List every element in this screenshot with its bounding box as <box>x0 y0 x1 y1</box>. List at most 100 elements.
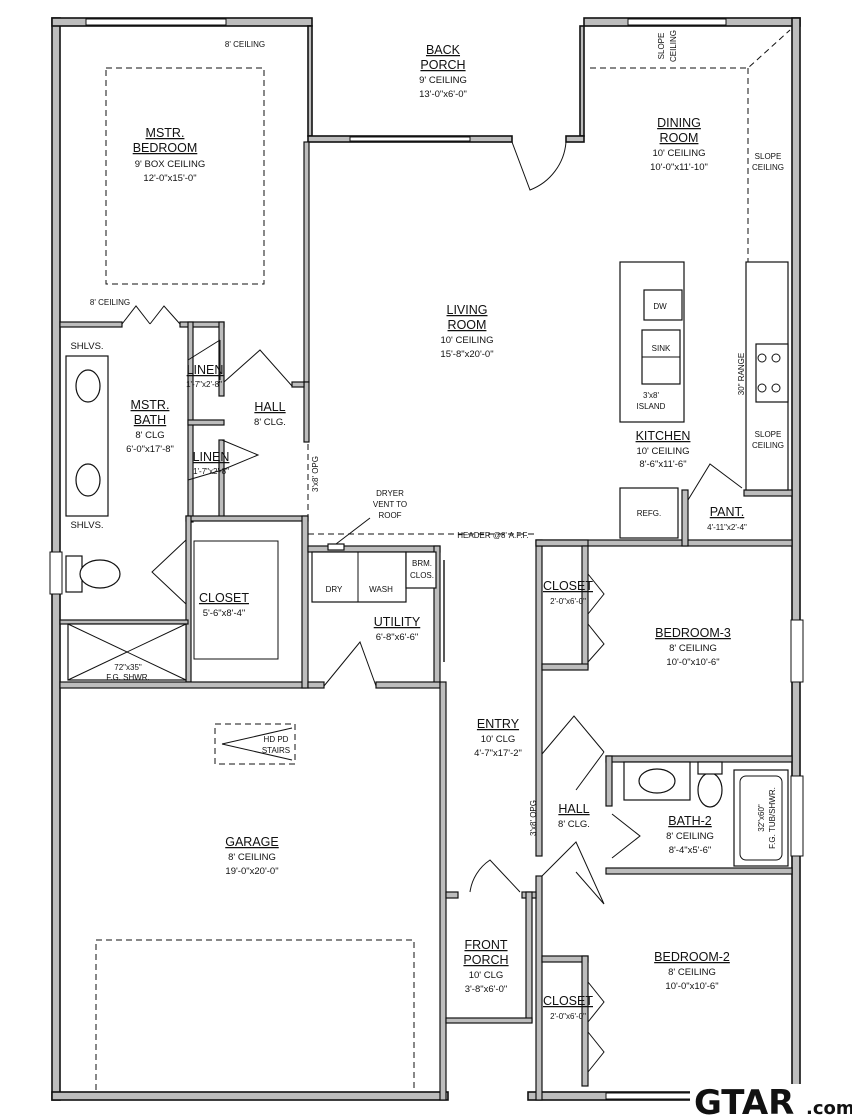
master-bedroom-size: 12'-0"x15'-0" <box>143 173 196 184</box>
bedroom-3-name: BEDROOM-3 <box>655 626 731 640</box>
bath-2-size: 8'-4"x5'-6" <box>669 845 712 856</box>
dining-room-name-2: ROOM <box>660 131 699 145</box>
living-room-name-1: LIVING <box>447 303 488 317</box>
broom-closet-2: CLOS. <box>410 571 434 580</box>
back-porch-name-1: BACK <box>426 43 461 57</box>
dishwasher-label: DW <box>653 302 667 311</box>
master-bath-size: 6'-0"x17'-8" <box>126 444 174 455</box>
refrigerator-label: REFG. <box>637 509 661 518</box>
dryer-vent-3: ROOF <box>378 511 401 520</box>
closet-bed3-name: CLOSET <box>543 579 593 593</box>
shelves-bottom: SHLVS. <box>70 520 103 531</box>
slope-top-1: SLOPE <box>657 33 666 60</box>
garage-ceiling: 8' CEILING <box>228 852 276 863</box>
closet-bed3-size: 2'-0"x6'-0" <box>550 597 586 606</box>
slope-kitchen-2: CEILING <box>752 441 784 450</box>
logo-suffix: .com <box>806 1098 852 1117</box>
bedroom-2-size: 10'-0"x10'-6" <box>665 981 718 992</box>
shower-type: F.G. SHWR. <box>106 673 150 682</box>
closet-bed2-size: 2'-0"x6'-0" <box>550 1012 586 1021</box>
dining-room-ceiling: 10' CEILING <box>652 148 705 159</box>
logo-main: GTAR <box>694 1083 794 1117</box>
windows <box>49 18 804 1100</box>
pantry-size: 4'-11"x2'-4" <box>707 523 747 532</box>
attic-stairs-2: STAIRS <box>262 746 290 755</box>
master-bath-name-1: MSTR. <box>131 398 170 412</box>
linen-2-size: 1'-7"x2'-8" <box>193 467 229 476</box>
master-side-ceiling: 8' CEILING <box>90 298 130 307</box>
fixtures <box>65 261 789 867</box>
interior-walls <box>59 141 793 1101</box>
room-labels: 8' CEILING MSTR. BEDROOM 9' BOX CEILING … <box>70 30 784 1021</box>
dining-room-name-1: DINING <box>657 116 701 130</box>
dining-room-size: 10'-0"x11'-10" <box>650 162 708 173</box>
shelves-top: SHLVS. <box>70 341 103 352</box>
front-porch-ceiling: 10' CLG <box>469 970 504 981</box>
back-porch-name-2: PORCH <box>420 58 465 72</box>
entry-ceiling: 10' CLG <box>481 734 516 745</box>
hall-1-ceiling: 8' CLG. <box>254 417 286 428</box>
utility-size: 6'-8"x6'-6" <box>376 632 419 643</box>
slope-kitchen-1: SLOPE <box>755 430 782 439</box>
linen-1-name: LINEN <box>187 363 224 377</box>
broom-closet-1: BRM. <box>412 559 432 568</box>
dryer-vent-1: DRYER <box>376 489 404 498</box>
master-bedroom-name-2: BEDROOM <box>133 141 198 155</box>
tub-size: 32"x60" <box>757 804 766 832</box>
master-closet-size: 5'-6"x8'-4" <box>203 608 246 619</box>
island-size: 3'x8' <box>643 391 659 400</box>
living-room-name-2: ROOM <box>448 318 487 332</box>
back-porch-size: 13'-0"x6'-0" <box>419 89 467 100</box>
slope-dining-1: SLOPE <box>755 152 782 161</box>
hall-2-name: HALL <box>558 802 589 816</box>
shower-size: 72"x35" <box>114 663 142 672</box>
garage-name: GARAGE <box>225 835 279 849</box>
island-label: ISLAND <box>637 402 666 411</box>
dryer-vent-2: VENT TO <box>373 500 407 509</box>
bath2-sink <box>638 768 676 794</box>
opening-1: 3'x8' OPG <box>311 456 320 492</box>
master-bath-ceiling: 8' CLG <box>135 430 164 441</box>
hall-2-ceiling: 8' CLG. <box>558 819 590 830</box>
header-note: HEADER @8' A.F.F. <box>457 531 528 540</box>
bedroom-3-size: 10'-0"x10'-6" <box>666 657 719 668</box>
front-porch-name-2: PORCH <box>463 953 508 967</box>
master-sink-1 <box>75 369 101 403</box>
bedroom-2-ceiling: 8' CEILING <box>668 967 716 978</box>
gtar-logo: GTAR .com <box>690 1083 852 1117</box>
front-porch-size: 3'-8"x6'-0" <box>465 984 508 995</box>
living-room-size: 15'-8"x20'-0" <box>440 349 493 360</box>
living-room-ceiling: 10' CEILING <box>440 335 493 346</box>
range-label: 30" RANGE <box>737 353 746 395</box>
master-closet-name: CLOSET <box>199 591 249 605</box>
door-swings <box>121 141 743 1073</box>
bath2-toilet <box>697 772 723 808</box>
bedroom-2-name: BEDROOM-2 <box>654 950 730 964</box>
kitchen-name: KITCHEN <box>636 429 691 443</box>
utility-name: UTILITY <box>374 615 421 629</box>
opening-2: 3'x8' OPG <box>529 800 538 836</box>
linen-1-size: 1'-7"x2'-8" <box>186 380 222 389</box>
slope-top-2: CEILING <box>669 30 678 62</box>
pantry-name: PANT. <box>710 505 745 519</box>
entry-size: 4'-7"x17'-2" <box>474 748 522 759</box>
sink-label: SINK <box>652 344 671 353</box>
kitchen-ceiling: 10' CEILING <box>636 446 689 457</box>
closet-bed2-name: CLOSET <box>543 994 593 1008</box>
master-toilet <box>79 559 121 589</box>
master-bedroom-name-1: MSTR. <box>146 126 185 140</box>
kitchen-size: 8'-6"x11'-6" <box>639 459 686 470</box>
linen-2-name: LINEN <box>193 450 230 464</box>
master-sink-2 <box>75 463 101 497</box>
front-porch-name-1: FRONT <box>464 938 507 952</box>
master-top-ceiling: 8' CEILING <box>225 40 265 49</box>
garage-size: 19'-0"x20'-0" <box>225 866 278 877</box>
hall-1-name: HALL <box>254 400 285 414</box>
bath-2-ceiling: 8' CEILING <box>666 831 714 842</box>
master-bedroom-ceiling: 9' BOX CEILING <box>135 159 205 170</box>
back-porch-ceiling: 9' CEILING <box>419 75 467 86</box>
dryer-label: DRY <box>326 585 343 594</box>
tub-type: F.G. TUB/SHWR. <box>768 787 777 849</box>
bath-2-name: BATH-2 <box>668 814 712 828</box>
